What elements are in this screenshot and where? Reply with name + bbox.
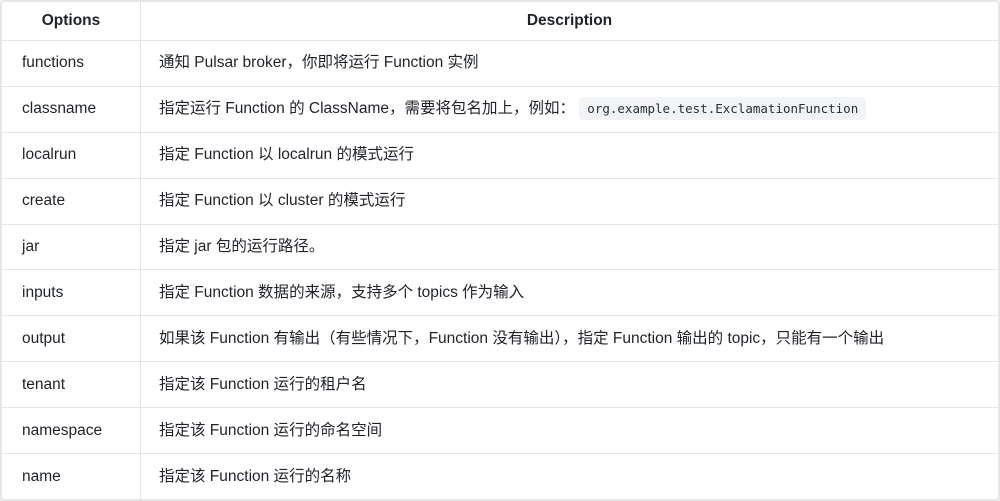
table-row-output: output 如果该 Function 有输出（有些情况下，Function 没… (1, 315, 999, 363)
description-cell: 指定 jar 包的运行路径。 (140, 223, 999, 271)
option-cell: name (1, 453, 141, 500)
description-cell: 指定该 Function 运行的租户名 (140, 361, 999, 409)
table-row-tenant: tenant 指定该 Function 运行的租户名 (1, 361, 999, 409)
table-header: Options Description (1, 1, 999, 41)
option-cell: classname (1, 85, 141, 133)
table-row-functions: functions 通知 Pulsar broker，你即将运行 Functio… (1, 40, 999, 87)
table-row-namespace: namespace 指定该 Function 运行的命名空间 (1, 407, 999, 455)
option-cell: functions (1, 40, 141, 87)
description-cell: 如果该 Function 有输出（有些情况下，Function 没有输出），指定… (140, 315, 999, 363)
table-row-jar: jar 指定 jar 包的运行路径。 (1, 223, 999, 271)
description-cell: 指定运行 Function 的 ClassName，需要将包名加上，例如： or… (140, 85, 999, 133)
description-cell: 指定 Function 数据的来源，支持多个 topics 作为输入 (140, 269, 999, 317)
description-text: 指定运行 Function 的 ClassName，需要将包名加上，例如： (159, 100, 575, 118)
option-cell: inputs (1, 269, 141, 317)
option-cell: create (1, 177, 141, 225)
description-cell: 指定 Function 以 localrun 的模式运行 (140, 131, 999, 179)
table-row-classname: classname 指定运行 Function 的 ClassName，需要将包… (1, 85, 999, 133)
option-cell: jar (1, 223, 141, 271)
options-column-header: Options (1, 1, 141, 41)
option-cell: tenant (1, 361, 141, 409)
option-cell: namespace (1, 407, 141, 455)
option-cell: output (1, 315, 141, 363)
table-body: functions 通知 Pulsar broker，你即将运行 Functio… (1, 40, 999, 500)
description-cell: 指定该 Function 运行的命名空间 (140, 407, 999, 455)
description-cell: 指定 Function 以 cluster 的模式运行 (140, 177, 999, 225)
inline-code: org.example.test.ExclamationFunction (579, 97, 867, 121)
option-cell: localrun (1, 131, 141, 179)
table-row-localrun: localrun 指定 Function 以 localrun 的模式运行 (1, 131, 999, 179)
table-row-create: create 指定 Function 以 cluster 的模式运行 (1, 177, 999, 225)
description-cell: 指定该 Function 运行的名称 (140, 453, 999, 500)
description-cell: 通知 Pulsar broker，你即将运行 Function 实例 (140, 40, 999, 87)
header-row: Options Description (1, 1, 999, 41)
table-row-inputs: inputs 指定 Function 数据的来源，支持多个 topics 作为输… (1, 269, 999, 317)
table-row-name: name 指定该 Function 运行的名称 (1, 453, 999, 500)
description-column-header: Description (140, 1, 999, 41)
